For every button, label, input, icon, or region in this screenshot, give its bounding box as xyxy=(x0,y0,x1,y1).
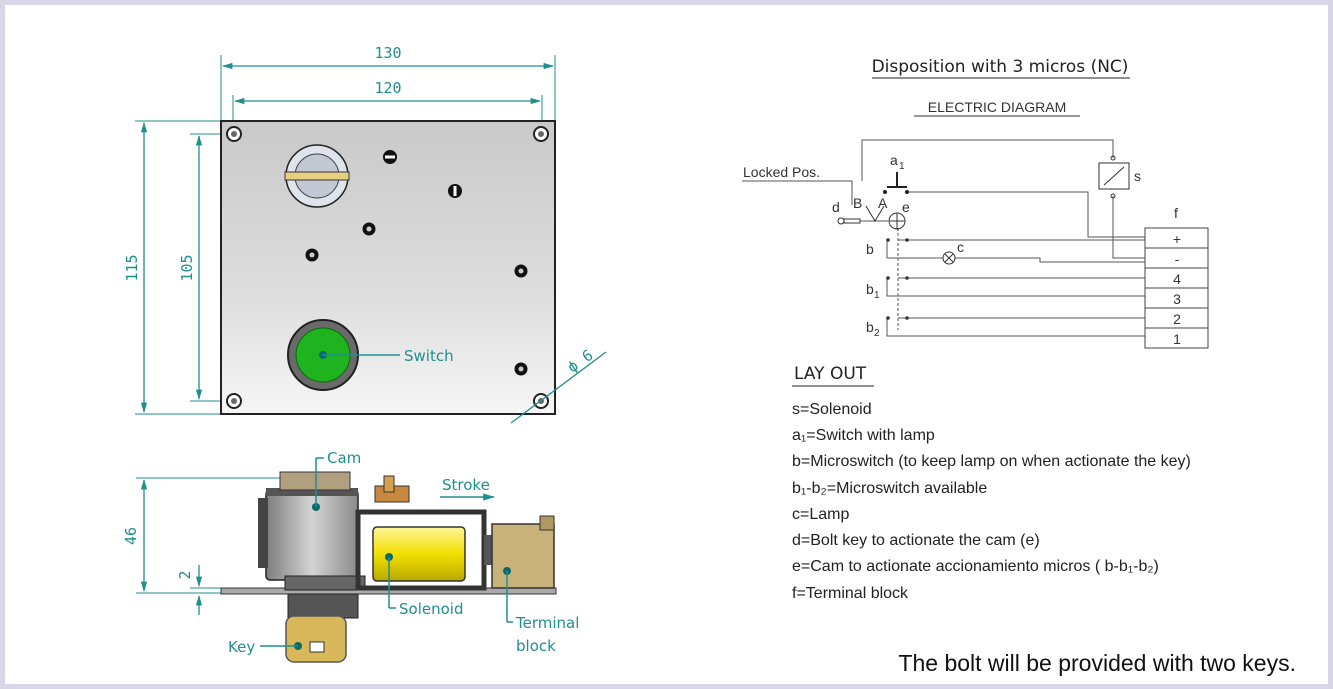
dim-115-label: 115 xyxy=(123,254,141,281)
key-head xyxy=(285,615,347,663)
switch-button xyxy=(287,319,400,391)
terminal-block xyxy=(491,523,555,589)
dim-130-label: 130 xyxy=(374,44,401,62)
legend-item-a1: a₁=Switch with lamp xyxy=(792,427,935,444)
terminal-4: 4 xyxy=(1173,271,1181,287)
phi6-label: ϕ 6 xyxy=(564,346,597,376)
key-label: Key xyxy=(228,638,255,656)
dim-2-label: 2 xyxy=(176,570,194,579)
f-label: f xyxy=(1174,205,1178,221)
screws xyxy=(305,150,528,376)
legend-item-b1-b2: b₁-b₂=Microswitch available xyxy=(792,480,987,497)
footer-note: The bolt will be provided with two keys. xyxy=(898,650,1296,676)
cam-e-symbol xyxy=(865,205,906,230)
b1-subscript: 1 xyxy=(874,290,880,301)
switch-label: Switch xyxy=(404,347,454,365)
cam-body xyxy=(265,489,359,581)
layout-legend: LAY OUT s=Solenoid a₁=Switch with lamp b… xyxy=(792,364,1191,602)
disposition-heading: Disposition with 3 micros (NC) xyxy=(872,57,1129,77)
locked-pos-label: Locked Pos. xyxy=(743,164,820,180)
bolt-key-d-symbol xyxy=(837,217,861,225)
terminal-block-f: + - 4 3 2 1 xyxy=(1144,227,1209,349)
terminal-3: 3 xyxy=(1173,291,1181,307)
c-label: c xyxy=(957,239,964,255)
e-label: e xyxy=(902,199,910,215)
top-view: 130 120 115 105 xyxy=(123,44,607,424)
stroke-label: Stroke xyxy=(442,476,490,494)
B-label: B xyxy=(853,195,862,211)
electric-diagram: Disposition with 3 micros (NC) ELECTRIC … xyxy=(742,57,1209,349)
microswitch-contacts xyxy=(886,238,909,320)
s-label: s xyxy=(1134,168,1141,184)
solenoid-s-symbol xyxy=(1098,155,1130,199)
a1-subscript: 1 xyxy=(899,161,905,172)
dim-105-label: 105 xyxy=(178,254,196,281)
layout-title: LAY OUT xyxy=(794,364,867,384)
terminal-plus: + xyxy=(1173,231,1181,247)
legend-item-c: c=Lamp xyxy=(792,506,849,523)
cam-label: Cam xyxy=(327,449,361,467)
b2-subscript: 2 xyxy=(874,328,880,339)
side-view: 46 2 Cam Solenoid Stroke xyxy=(122,449,579,663)
terminal-label-1: Terminal xyxy=(515,614,579,632)
lamp-c-symbol xyxy=(942,251,956,265)
terminal-1: 1 xyxy=(1173,331,1181,347)
solenoid-label: Solenoid xyxy=(399,600,463,618)
dim-46-label: 46 xyxy=(122,527,140,545)
legend-item-b: b=Microswitch (to keep lamp on when acti… xyxy=(792,453,1191,470)
a1-label: a xyxy=(890,152,898,168)
b2-label: b xyxy=(866,319,874,335)
switch-a1-symbol xyxy=(883,172,909,194)
terminal-minus: - xyxy=(1175,251,1180,267)
terminal-2: 2 xyxy=(1173,311,1181,327)
b1-label: b xyxy=(866,281,874,297)
mounting-plate xyxy=(220,120,556,415)
dim-120-label: 120 xyxy=(374,79,401,97)
legend-item-f: f=Terminal block xyxy=(792,585,909,602)
legend-item-s: s=Solenoid xyxy=(792,401,872,418)
A-label: A xyxy=(878,195,888,211)
d-label: d xyxy=(832,199,840,215)
terminal-label-2: block xyxy=(516,637,556,655)
legend-item-d: d=Bolt key to actionate the cam (e) xyxy=(792,532,1040,549)
b-label: b xyxy=(866,241,874,257)
solenoid-coil xyxy=(372,526,466,582)
legend-item-e: e=Cam to actionate accionamiento micros … xyxy=(792,558,1159,575)
phi6-leader xyxy=(510,351,607,424)
key-cylinder xyxy=(284,144,350,208)
electric-diagram-heading: ELECTRIC DIAGRAM xyxy=(928,99,1066,115)
